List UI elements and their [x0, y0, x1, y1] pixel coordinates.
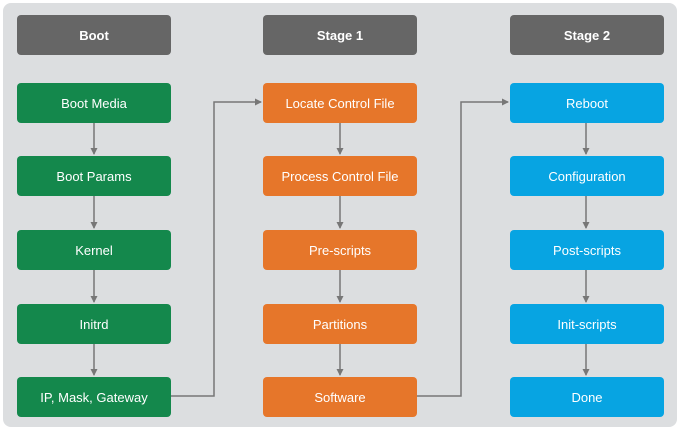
- step-process-control-file: Process Control File: [263, 156, 417, 196]
- step-pre-scripts: Pre-scripts: [263, 230, 417, 270]
- step-reboot: Reboot: [510, 83, 664, 123]
- step-partitions: Partitions: [263, 304, 417, 344]
- step-boot-params: Boot Params: [17, 156, 171, 196]
- column-header-stage1: Stage 1: [263, 15, 417, 55]
- step-done: Done: [510, 377, 664, 417]
- step-post-scripts: Post-scripts: [510, 230, 664, 270]
- step-software: Software: [263, 377, 417, 417]
- step-kernel: Kernel: [17, 230, 171, 270]
- step-ip-mask-gateway: IP, Mask, Gateway: [17, 377, 171, 417]
- step-locate-control-file: Locate Control File: [263, 83, 417, 123]
- column-header-stage2: Stage 2: [510, 15, 664, 55]
- step-initrd: Initrd: [17, 304, 171, 344]
- column-header-boot: Boot: [17, 15, 171, 55]
- diagram-panel: [3, 3, 677, 427]
- step-init-scripts: Init-scripts: [510, 304, 664, 344]
- step-boot-media: Boot Media: [17, 83, 171, 123]
- step-configuration: Configuration: [510, 156, 664, 196]
